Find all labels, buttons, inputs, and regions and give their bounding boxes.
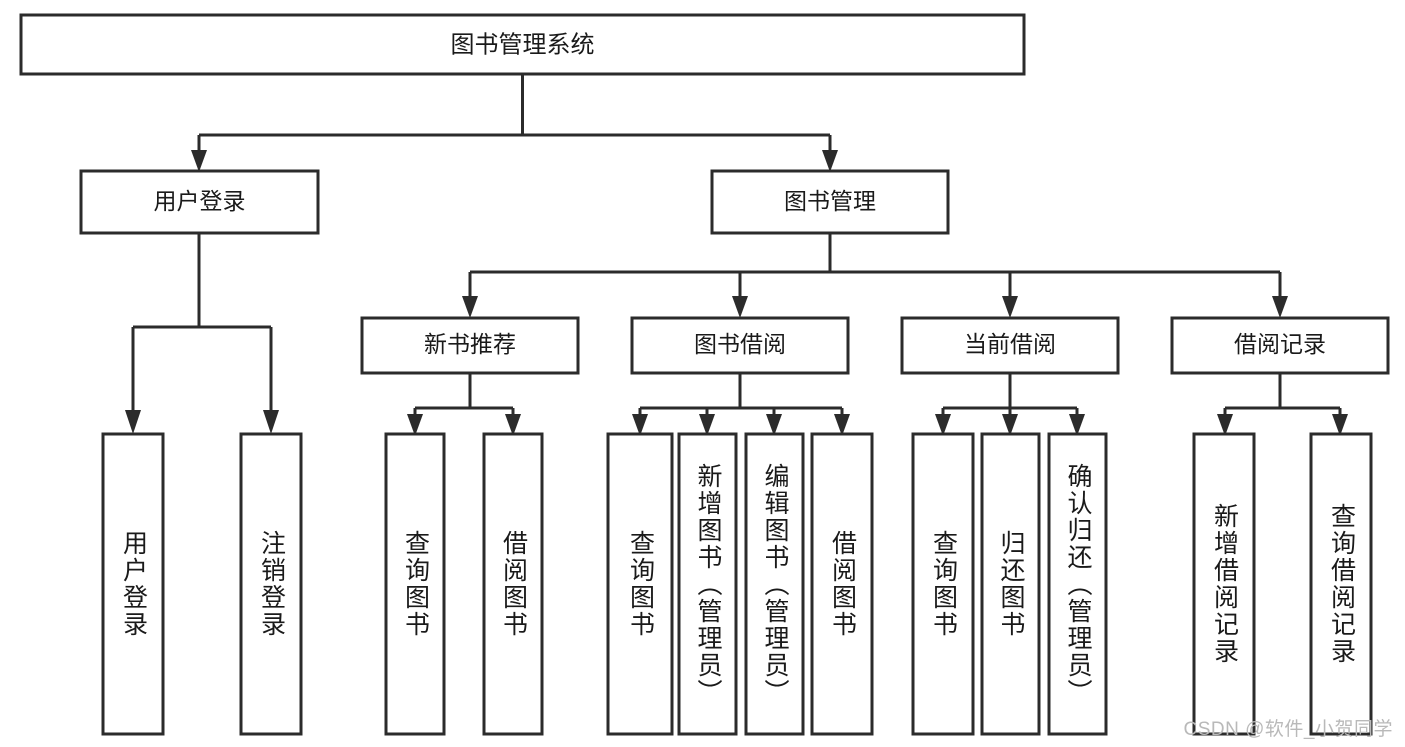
new-book-recommend-label: 新书推荐 [424,331,516,357]
node-user-login[interactable]: 用户登录 [79,169,320,235]
leaf-box-add-record[interactable] [1192,432,1256,736]
connector-bookborrow-to-leaves [638,373,844,418]
leaf-box-return-book[interactable] [980,432,1041,736]
arrowhead-leaf-add-record [1217,414,1233,436]
arrowhead-leaf-query-record [1332,414,1348,436]
connector-borrowrecords-to-leaves [1223,373,1342,418]
node-book-borrow[interactable]: 图书借阅 [630,316,850,375]
book-manage-label: 图书管理 [784,188,876,214]
leaf-boxes-current-borrow [911,432,1108,736]
connector-newbook-to-leaves [413,373,515,418]
leaf-box-user-login[interactable] [101,432,165,736]
arrowhead-leaf-borrow-book-2 [834,414,850,436]
arrowhead-leaf-logout [263,410,279,434]
root-box[interactable] [19,13,1026,76]
arrowhead-leaf-add-book [699,414,715,436]
current-borrow-label: 当前借阅 [964,331,1056,357]
user-login-box[interactable] [79,169,320,235]
leaf-box-query-record[interactable] [1309,432,1373,736]
new-book-recommend-box[interactable] [360,316,580,375]
node-new-book-recommend[interactable]: 新书推荐 [360,316,580,375]
arrowhead-leaf-borrow-book-1 [505,414,521,436]
book-borrow-box[interactable] [630,316,850,375]
leaf-boxes-user-login [101,432,303,736]
borrow-records-box[interactable] [1170,316,1390,375]
connectors [125,74,1348,436]
leaf-box-logout[interactable] [239,432,303,736]
arrowhead-to-book-borrow [732,296,748,318]
node-borrow-records[interactable]: 借阅记录 [1170,316,1390,375]
node-book-manage[interactable]: 图书管理 [710,169,950,235]
node-current-borrow[interactable]: 当前借阅 [900,316,1120,375]
watermark-text: CSDN @软件_小贺同学 [1183,719,1393,740]
current-borrow-box[interactable] [900,316,1120,375]
connector-root-to-level2 [197,74,832,160]
leaf-box-confirm-return[interactable] [1047,432,1108,736]
arrowhead-leaf-edit-book [766,414,782,436]
leaf-box-query-book-2[interactable] [606,432,674,736]
root-label: 图书管理系统 [451,31,595,58]
leaf-box-borrow-book-1[interactable] [482,432,544,736]
arrowhead-to-current-borrow [1002,296,1018,318]
borrow-records-label: 借阅记录 [1234,331,1326,357]
connector-bookmanage-to-level3 [468,233,1282,296]
connector-currentborrow-to-leaves [941,373,1079,418]
user-login-label: 用户登录 [154,188,246,214]
arrowhead-leaf-user-login [125,410,141,434]
arrowhead-to-new-book [462,296,478,318]
book-manage-box[interactable] [710,169,950,235]
leaf-boxes-book-borrow [606,432,874,736]
connector-userlogin-to-leaves [131,233,273,410]
leaf-boxes-new-book-recommend [384,432,544,736]
book-borrow-label: 图书借阅 [694,331,786,357]
arrowhead-leaf-query-book-1 [407,414,423,436]
node-root[interactable]: 图书管理系统 [19,13,1026,76]
leaf-box-query-book-1[interactable] [384,432,446,736]
arrowhead-leaf-confirm-return [1069,414,1085,436]
leaf-box-edit-book[interactable] [744,432,805,736]
arrowhead-to-user-login [191,150,207,172]
leaf-box-add-book[interactable] [677,432,738,736]
arrowhead-to-book-manage [822,150,838,172]
arrowhead-leaf-query-book-3 [935,414,951,436]
arrowhead-leaf-return-book [1002,414,1018,436]
leaf-boxes-borrow-records [1192,432,1373,736]
arrowhead-leaf-query-book-2 [632,414,648,436]
leaf-box-query-book-3[interactable] [911,432,975,736]
arrowhead-to-borrow-records [1272,296,1288,318]
leaf-box-borrow-book-2[interactable] [810,432,874,736]
